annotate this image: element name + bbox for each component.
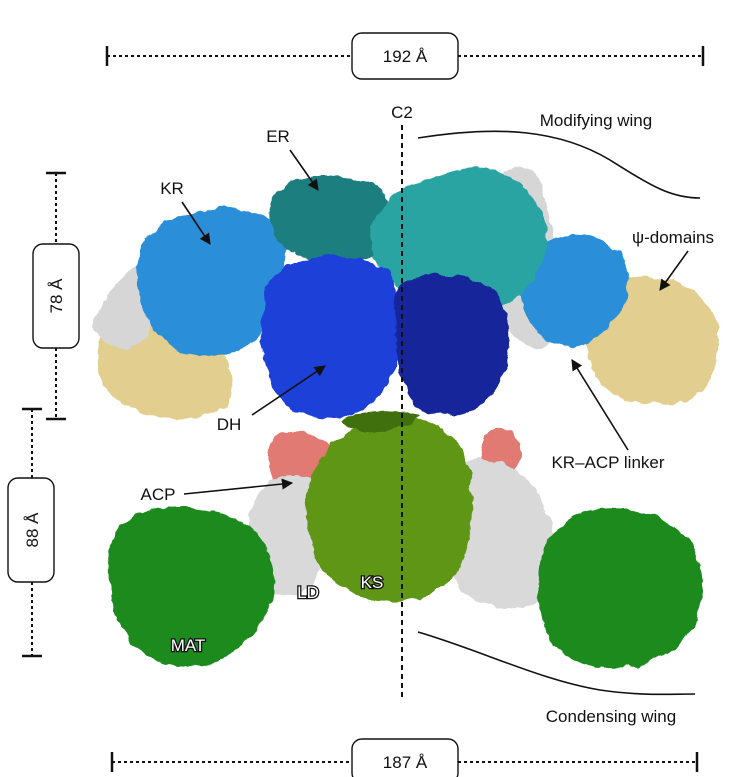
- modifying-wing-label: Modifying wing: [540, 111, 652, 130]
- mat-right: [537, 507, 704, 669]
- kr-left: [137, 208, 286, 356]
- ld-label: LD: [297, 583, 319, 602]
- er-right: [371, 167, 548, 309]
- upper-height-dimension: 78 Å: [32, 171, 80, 421]
- bottom-width-label: 187 Å: [383, 753, 428, 772]
- mat-left: [108, 507, 274, 667]
- dh-pointer: [251, 365, 326, 416]
- kr-label: KR: [160, 179, 184, 198]
- upper-height-label: 78 Å: [47, 278, 66, 314]
- lower-height-label: 88 Å: [23, 512, 42, 548]
- mat-label: MAT: [171, 636, 206, 655]
- kr-pointer: [181, 201, 211, 245]
- dh-left: [261, 256, 403, 419]
- er-left: [269, 175, 393, 262]
- kr-right: [520, 235, 629, 347]
- dh-right: [395, 274, 510, 416]
- acp-label: ACP: [141, 485, 176, 504]
- c2-axis-label: C2: [391, 103, 413, 122]
- linker-pointer: [571, 359, 629, 451]
- condensing-wing-label: Condensing wing: [546, 707, 676, 726]
- ks-label: KS: [361, 573, 384, 592]
- kr-acp-linker-label: KR–ACP linker: [551, 453, 664, 472]
- er-label: ER: [266, 127, 290, 146]
- lower-height-dimension: 88 Å: [7, 407, 55, 658]
- top-width-dimension: 192 Å: [105, 32, 705, 80]
- ks-shadow: [340, 410, 420, 432]
- modifying-wing-curve: [417, 130, 701, 199]
- condensing-wing-curve: [417, 631, 696, 696]
- top-width-label: 192 Å: [383, 47, 428, 66]
- psi-domains-label: ψ-domains: [632, 228, 714, 247]
- density-map: [94, 166, 719, 669]
- bottom-width-dimension: 187 Å: [110, 738, 699, 777]
- acp-pointer: [183, 478, 294, 495]
- er-pointer: [289, 149, 319, 191]
- psi-pointer: [659, 250, 689, 291]
- ks-core: [306, 417, 472, 602]
- dh-label: DH: [217, 415, 242, 434]
